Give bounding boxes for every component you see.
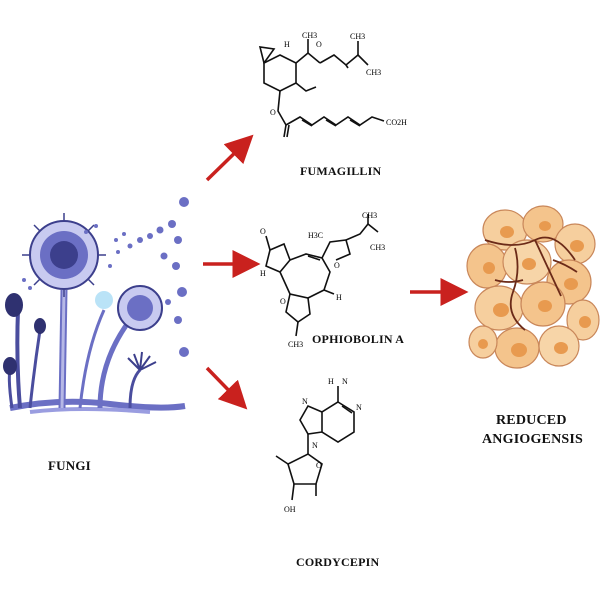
- cordycepin-label: CORDYCEPIN: [296, 555, 380, 569]
- cor-n-amine: N: [342, 377, 348, 386]
- oph-ch3-right: CH3: [370, 243, 385, 252]
- fungi-illustration: [3, 197, 189, 414]
- fumagillin-label: FUMAGILLIN: [300, 164, 382, 178]
- oph-o-low: O: [280, 297, 286, 306]
- fum-h-atom: H: [284, 40, 290, 49]
- oph-h-right: H: [336, 293, 342, 302]
- ophiobolin-label: OPHIOBOLIN A: [312, 332, 405, 346]
- oph-h-left: H: [260, 269, 266, 278]
- cor-oh: OH: [284, 505, 296, 514]
- ophiobolin-structure: O H H3C O CH3 CH3 O H CH3: [260, 211, 385, 349]
- reduced-angiogenesis-label-line2: ANGIOGENSIS: [482, 432, 584, 447]
- oph-ch3-bottom: CH3: [288, 340, 303, 349]
- cell-cluster-illustration: [466, 205, 600, 369]
- fum-o-atom: O: [316, 40, 322, 49]
- arrow-to-fumagillin: [205, 134, 254, 182]
- cor-h-1: H: [328, 377, 334, 386]
- cor-n-3: N: [312, 441, 318, 450]
- oph-h3c: H3C: [308, 231, 323, 240]
- oph-o-ring: O: [334, 261, 340, 270]
- fum-o-ester: O: [270, 108, 276, 117]
- cor-n-2: N: [302, 397, 308, 406]
- fum-ch3-a: CH3: [302, 31, 317, 40]
- arrow-to-cordycepin: [205, 366, 248, 410]
- cor-n-1: N: [356, 403, 362, 412]
- cordycepin-structure: H N N N N O OH: [275, 377, 362, 514]
- fum-ch3-c: CH3: [366, 68, 381, 77]
- oph-ch3-top: CH3: [362, 211, 377, 220]
- fumagillin-structure: H CH3 O CH3 CH3 O CO2H: [258, 31, 407, 138]
- oph-o-top: O: [260, 227, 266, 236]
- fum-ch3-b: CH3: [350, 32, 365, 41]
- cor-o-ring: O: [316, 461, 322, 470]
- fum-co2h: CO2H: [386, 118, 407, 127]
- fungi-label: FUNGI: [48, 458, 91, 473]
- reduced-angiogenesis-label-line1: REDUCED: [496, 413, 567, 428]
